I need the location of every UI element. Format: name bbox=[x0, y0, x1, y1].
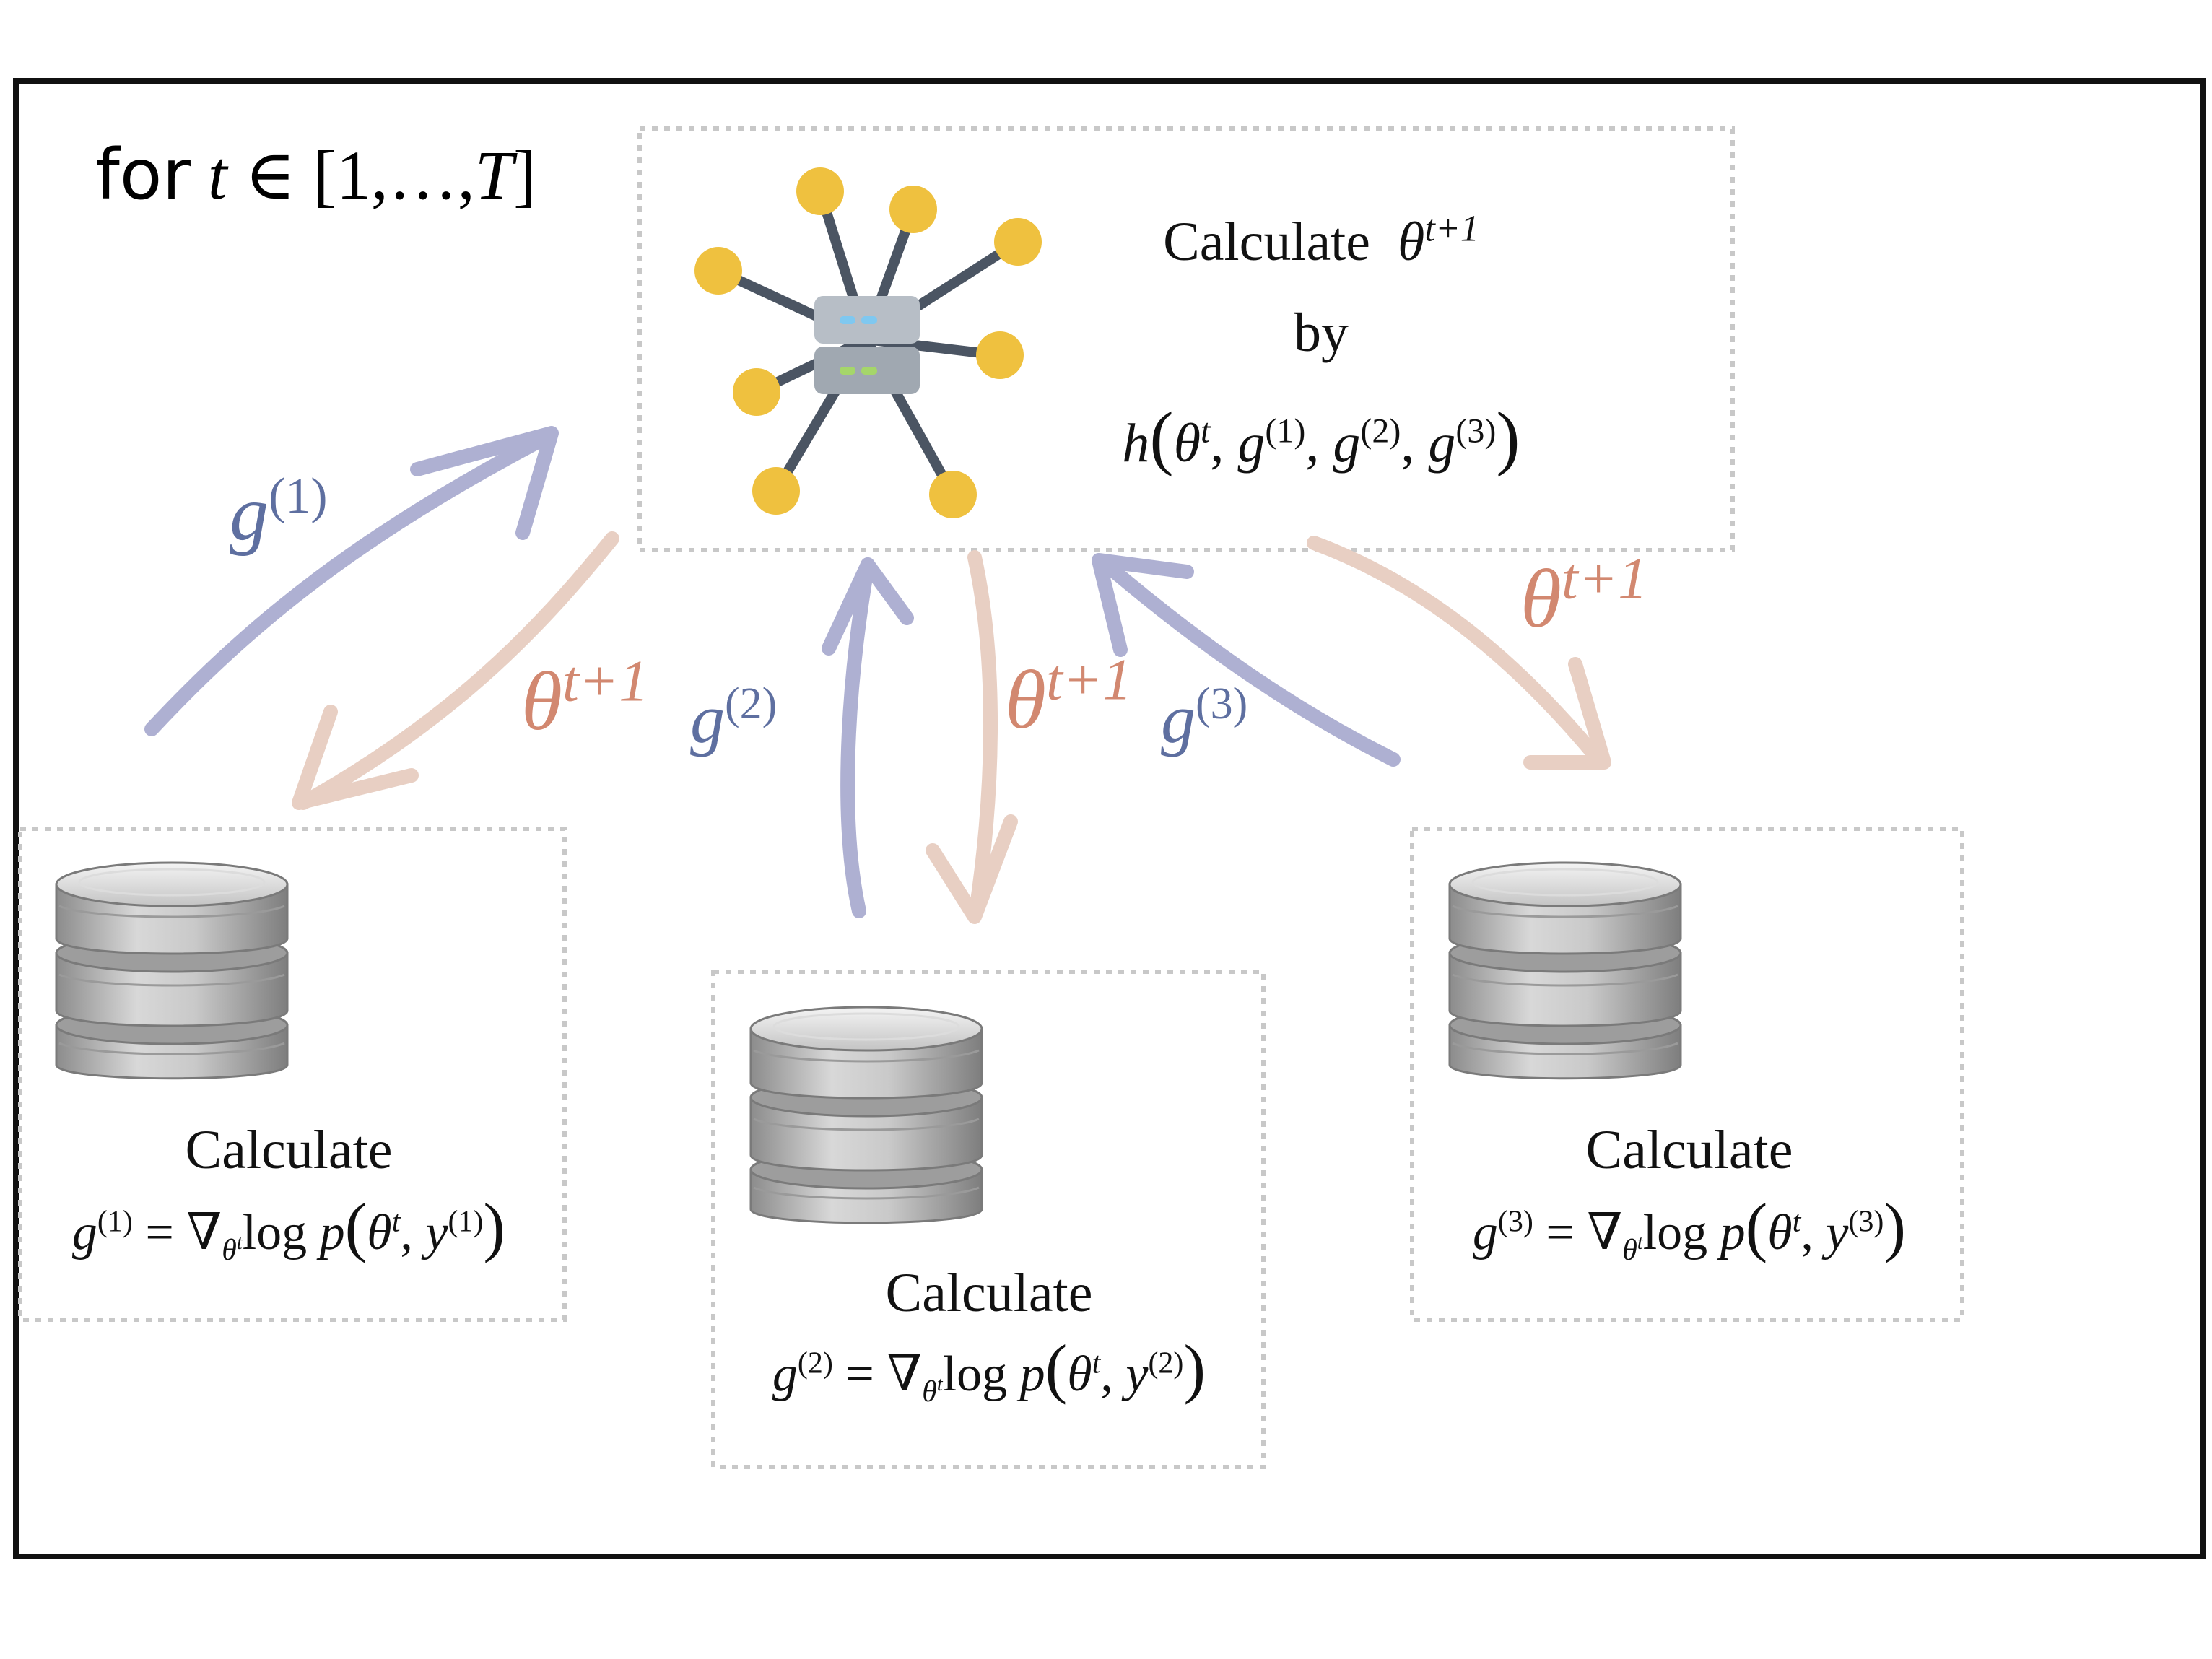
client-3-formula: g(3) = ∇θtlog p(θt, y(3)) bbox=[1472, 1190, 1907, 1267]
server-theta-sup: t+1 bbox=[1424, 208, 1479, 250]
server-line-2: by bbox=[1294, 302, 1349, 363]
client-1-formula: g(1) = ∇θtlog p(θt, y(1)) bbox=[71, 1190, 506, 1267]
server-calc-word: Calculate bbox=[1163, 212, 1371, 272]
arrow-theta3-down bbox=[1307, 536, 1611, 770]
label-theta-3: θt+1 bbox=[1520, 549, 1647, 648]
c2-g: g bbox=[772, 1346, 798, 1402]
c2-y: y bbox=[1125, 1346, 1149, 1402]
c2-eq: = bbox=[845, 1346, 874, 1402]
c1-y: y bbox=[425, 1205, 448, 1260]
client-1-title: Calculate bbox=[185, 1120, 393, 1180]
arrow-g2-up bbox=[822, 557, 914, 918]
server-box bbox=[637, 126, 1735, 552]
c1-log: log bbox=[242, 1205, 308, 1260]
server-arg-g3-sup: (3) bbox=[1455, 412, 1497, 450]
arrow-g3-up bbox=[1092, 553, 1401, 767]
c2-p: p bbox=[1019, 1346, 1045, 1402]
c2-log: log bbox=[942, 1346, 1008, 1402]
client-2-title: Calculate bbox=[885, 1263, 1093, 1323]
c2-nabla-sub: θ bbox=[922, 1375, 937, 1408]
label-theta-2-sup: t+1 bbox=[1045, 646, 1133, 713]
client-3-title: Calculate bbox=[1585, 1120, 1793, 1180]
c1-g: g bbox=[71, 1205, 97, 1260]
label-theta-2: θt+1 bbox=[1005, 650, 1132, 749]
loop-range-open: [1,…, bbox=[313, 136, 475, 214]
client-box-3 bbox=[1410, 827, 1964, 1322]
c3-nabla-sub: θ bbox=[1622, 1234, 1637, 1267]
c3-y: y bbox=[1826, 1205, 1849, 1260]
loop-range-close: ] bbox=[513, 136, 537, 214]
c1-theta: θ bbox=[367, 1205, 392, 1260]
c1-g-sup: (1) bbox=[97, 1205, 133, 1239]
client-box-2 bbox=[711, 970, 1266, 1469]
label-theta-2-base: θ bbox=[1005, 654, 1046, 746]
server-arg-theta: θ bbox=[1173, 413, 1201, 474]
server-arg-g2-sup: (2) bbox=[1360, 412, 1401, 450]
loop-range-end: T bbox=[474, 136, 514, 214]
label-theta-1: θt+1 bbox=[521, 651, 648, 750]
database-icon bbox=[749, 1006, 983, 1224]
c1-y-sup: (1) bbox=[448, 1205, 484, 1239]
c1-p: p bbox=[319, 1205, 345, 1260]
server-line-3: h(θt, g(1), g(2), g(3)) bbox=[1122, 397, 1520, 477]
server-arg-g1: g bbox=[1237, 413, 1266, 474]
loop-prefix: for bbox=[95, 134, 191, 215]
server-fn: h bbox=[1122, 413, 1150, 474]
label-theta-1-base: θ bbox=[521, 656, 562, 748]
c3-nabla: ∇ bbox=[1587, 1205, 1623, 1260]
c2-nabla-subsup: t bbox=[936, 1373, 943, 1395]
c3-y-sup: (3) bbox=[1848, 1205, 1884, 1239]
label-g3-base: g bbox=[1161, 680, 1196, 757]
client-2-formula: g(2) = ∇θtlog p(θt, y(2)) bbox=[772, 1331, 1206, 1408]
server-line-1: Calculate θt+1 bbox=[1061, 208, 1581, 274]
label-g1-sup: (1) bbox=[269, 469, 328, 524]
arrow-g1-up bbox=[144, 426, 559, 736]
c3-g-sup: (3) bbox=[1497, 1205, 1533, 1239]
c3-nabla-subsup: t bbox=[1637, 1232, 1643, 1254]
c2-theta-sup: t bbox=[1092, 1346, 1101, 1380]
c1-nabla-subsup: t bbox=[236, 1232, 243, 1254]
c2-g-sup: (2) bbox=[797, 1346, 833, 1380]
c1-nabla-sub: θ bbox=[222, 1234, 237, 1267]
server-arg-g3: g bbox=[1428, 413, 1456, 474]
c1-eq: = bbox=[145, 1205, 174, 1260]
server-arg-g2: g bbox=[1333, 413, 1361, 474]
c2-theta: θ bbox=[1067, 1346, 1092, 1402]
c3-log: log bbox=[1642, 1205, 1708, 1260]
label-g3-sup: (3) bbox=[1196, 679, 1248, 728]
server-theta: θ bbox=[1398, 212, 1425, 272]
loop-header: for t ∈ [1,…,T] bbox=[95, 134, 536, 215]
loop-variable: t bbox=[208, 136, 227, 214]
database-icon bbox=[55, 861, 289, 1080]
label-g2-base: g bbox=[690, 680, 725, 757]
c3-eq: = bbox=[1546, 1205, 1575, 1260]
server-arg-g1-sup: (1) bbox=[1265, 412, 1306, 450]
label-g2: g(2) bbox=[690, 679, 777, 759]
label-theta-3-sup: t+1 bbox=[1561, 545, 1648, 611]
arrow-theta1-down bbox=[292, 531, 619, 810]
network-server-icon bbox=[694, 167, 1042, 518]
client-box-1 bbox=[18, 827, 567, 1322]
label-g1: g(1) bbox=[230, 469, 328, 559]
label-g1-base: g bbox=[230, 471, 269, 557]
c1-theta-sup: t bbox=[391, 1205, 401, 1239]
label-theta-1-sup: t+1 bbox=[562, 648, 649, 714]
server-arg-theta-sup: t bbox=[1201, 412, 1211, 450]
label-g2-sup: (2) bbox=[725, 679, 778, 728]
c2-nabla: ∇ bbox=[887, 1346, 923, 1402]
loop-frame bbox=[13, 78, 2206, 1559]
loop-set-symbol: ∈ bbox=[244, 136, 296, 214]
label-g3: g(3) bbox=[1161, 679, 1247, 759]
c3-p: p bbox=[1720, 1205, 1746, 1260]
c2-y-sup: (2) bbox=[1148, 1346, 1184, 1380]
arrow-theta2-down bbox=[926, 550, 1018, 924]
c3-g: g bbox=[1472, 1205, 1498, 1260]
c3-theta-sup: t bbox=[1792, 1205, 1801, 1239]
c3-theta: θ bbox=[1767, 1205, 1793, 1260]
database-icon bbox=[1448, 861, 1682, 1080]
c1-nabla: ∇ bbox=[186, 1205, 222, 1260]
label-theta-3-base: θ bbox=[1520, 553, 1562, 645]
